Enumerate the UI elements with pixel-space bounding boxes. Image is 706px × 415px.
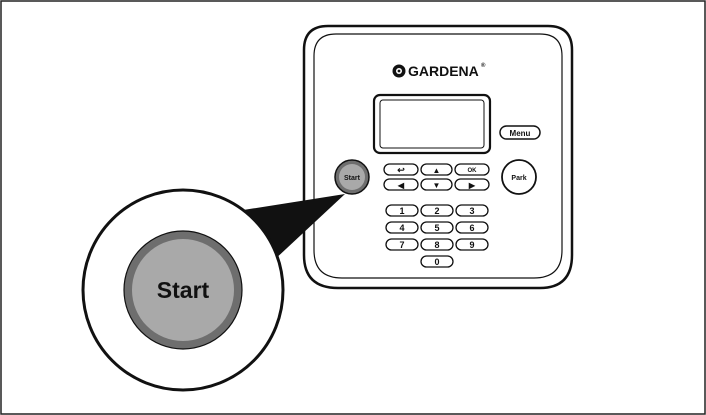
right-button[interactable]: ▶ [454, 178, 490, 191]
key-0[interactable]: 0 [420, 255, 454, 268]
down-arrow-icon: ▼ [433, 181, 441, 190]
menu-button[interactable]: Menu [499, 125, 541, 140]
key-6-label: 6 [469, 223, 474, 233]
up-arrow-icon: ▲ [433, 166, 441, 175]
up-button[interactable]: ▲ [420, 163, 453, 176]
back-icon: ↩ [397, 165, 405, 175]
key-1[interactable]: 1 [385, 204, 419, 217]
key-7-label: 7 [399, 240, 404, 250]
key-7[interactable]: 7 [385, 238, 419, 251]
key-9[interactable]: 9 [455, 238, 489, 251]
brand-trademark: ® [481, 62, 486, 69]
menu-button-label: Menu [510, 129, 531, 138]
display-screen [372, 93, 492, 155]
gardena-logo-icon [392, 64, 406, 78]
key-6[interactable]: 6 [455, 221, 489, 234]
key-0-label: 0 [434, 257, 439, 267]
start-button-label: Start [344, 175, 361, 182]
ok-button[interactable]: OK [454, 163, 490, 176]
left-button[interactable]: ◀ [383, 178, 419, 191]
gardena-logo: GARDENA ® [392, 62, 486, 79]
key-1-label: 1 [399, 206, 404, 216]
ok-button-label: OK [468, 168, 478, 174]
left-arrow-icon: ◀ [397, 181, 405, 190]
key-9-label: 9 [469, 240, 474, 250]
key-2[interactable]: 2 [420, 204, 454, 217]
key-5[interactable]: 5 [420, 221, 454, 234]
down-button[interactable]: ▼ [420, 178, 453, 191]
right-arrow-icon: ▶ [468, 181, 476, 190]
control-panel [302, 24, 574, 290]
callout-magnifier: Start [81, 188, 285, 392]
key-8-label: 8 [434, 240, 439, 250]
callout-start-label: Start [157, 277, 210, 303]
key-4-label: 4 [399, 223, 404, 233]
key-5-label: 5 [434, 223, 439, 233]
numeric-keypad: 1 2 3 4 5 6 7 8 [385, 204, 489, 268]
callout-start-button [132, 239, 234, 341]
park-button[interactable]: Park [501, 159, 537, 195]
park-button-label: Park [511, 175, 526, 182]
brand-name: GARDENA [408, 63, 479, 79]
key-2-label: 2 [434, 206, 439, 216]
callout-pointer [218, 194, 345, 262]
key-4[interactable]: 4 [385, 221, 419, 234]
start-button[interactable]: Start [334, 159, 370, 195]
key-8[interactable]: 8 [420, 238, 454, 251]
key-3-label: 3 [469, 206, 474, 216]
key-3[interactable]: 3 [455, 204, 489, 217]
back-button[interactable]: ↩ [383, 163, 419, 176]
